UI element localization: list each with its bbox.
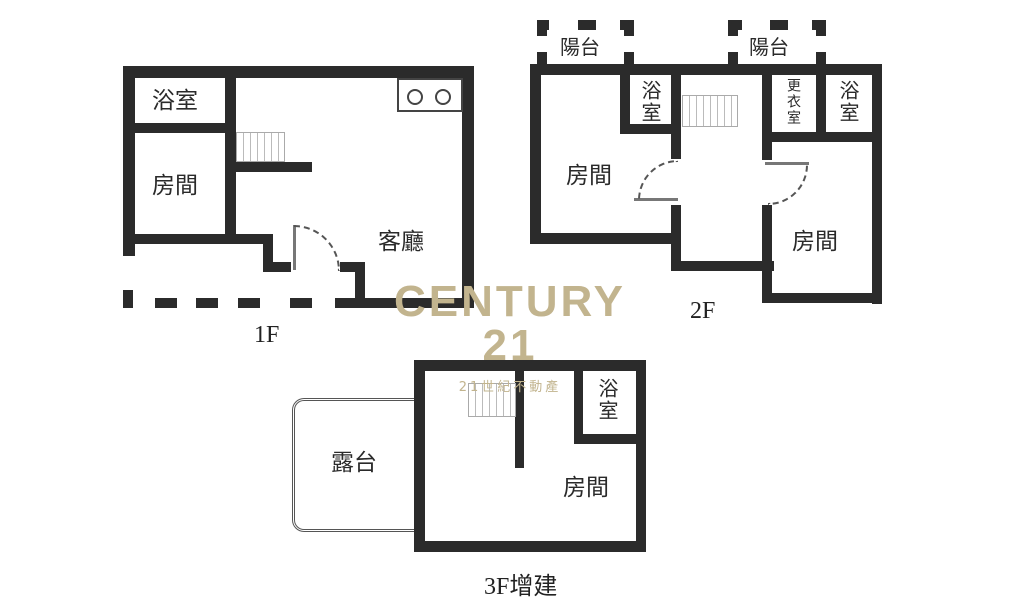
wall bbox=[515, 360, 524, 468]
wall bbox=[414, 541, 646, 552]
dashed-wall bbox=[123, 290, 133, 308]
wall bbox=[620, 124, 680, 134]
floor-label-2f: 2F bbox=[690, 298, 716, 324]
dashed-wall bbox=[290, 298, 312, 308]
wall bbox=[123, 66, 135, 256]
wall bbox=[414, 360, 646, 371]
wall bbox=[340, 262, 362, 272]
room-label-bedroom: 房間 bbox=[563, 475, 609, 501]
wall bbox=[462, 66, 474, 308]
wall bbox=[225, 66, 236, 242]
wall bbox=[762, 64, 772, 160]
room-label-terrace: 露台 bbox=[331, 450, 377, 476]
floor-label-1f: 1F bbox=[254, 322, 280, 348]
dashed-wall bbox=[155, 298, 177, 308]
stairs-icon bbox=[468, 383, 516, 417]
stove-icon bbox=[397, 78, 463, 112]
room-label-balcony-right: 陽台 bbox=[749, 35, 789, 59]
wall bbox=[530, 233, 680, 244]
room-label-bathroom: 浴室 bbox=[152, 88, 198, 114]
watermark-subtitle: 21世紀不動產 bbox=[458, 380, 562, 395]
room-label-bedroom: 房間 bbox=[152, 173, 198, 199]
watermark-brand: CENTURY 21 bbox=[393, 277, 627, 370]
wall bbox=[636, 360, 646, 552]
wall bbox=[671, 205, 681, 271]
dashed-wall bbox=[728, 20, 738, 36]
wall bbox=[762, 293, 882, 303]
wall bbox=[263, 262, 291, 272]
wall bbox=[728, 52, 738, 70]
wall bbox=[816, 52, 826, 70]
wall bbox=[574, 434, 646, 444]
door-swing-icon bbox=[294, 225, 340, 271]
century21-watermark: CENTURY 21 21世紀不動產 bbox=[360, 277, 660, 396]
wall bbox=[816, 64, 826, 140]
stairs-icon bbox=[236, 132, 285, 162]
wall bbox=[263, 234, 273, 272]
wall bbox=[123, 234, 273, 244]
terrace-railing bbox=[292, 398, 415, 532]
dashed-wall bbox=[537, 20, 547, 36]
floor-label-3f: 3F增建 bbox=[484, 574, 558, 600]
wall bbox=[574, 360, 583, 444]
wall bbox=[414, 360, 425, 552]
wall bbox=[355, 262, 365, 308]
wall bbox=[355, 298, 474, 308]
room-label-bedroom-right: 房間 bbox=[792, 229, 838, 255]
burner-icon bbox=[407, 89, 423, 105]
wall bbox=[762, 205, 772, 303]
door-icon bbox=[765, 162, 809, 165]
wall bbox=[537, 52, 547, 70]
dashed-wall bbox=[816, 20, 826, 36]
dashed-wall bbox=[624, 20, 634, 36]
wall bbox=[872, 64, 882, 304]
dashed-wall bbox=[578, 20, 596, 30]
room-label-balcony-left: 陽台 bbox=[560, 35, 600, 59]
burner-icon bbox=[435, 89, 451, 105]
dashed-wall bbox=[196, 298, 218, 308]
wall bbox=[624, 52, 634, 70]
wall bbox=[530, 64, 541, 244]
dashed-wall bbox=[238, 298, 260, 308]
room-label-bathroom-right: 浴室 bbox=[836, 80, 860, 124]
stairs-icon bbox=[682, 95, 738, 127]
room-label-bedroom-left: 房間 bbox=[566, 163, 612, 189]
wall bbox=[123, 123, 236, 133]
door-swing-icon bbox=[638, 160, 678, 200]
wall bbox=[671, 261, 774, 271]
wall bbox=[620, 64, 630, 134]
wall bbox=[123, 66, 473, 78]
door-swing-icon bbox=[768, 165, 808, 205]
room-label-closet: 更衣室 bbox=[785, 78, 801, 126]
room-label-bathroom-left: 浴室 bbox=[638, 80, 662, 124]
wall bbox=[530, 64, 882, 75]
wall bbox=[236, 162, 312, 172]
dashed-wall bbox=[770, 20, 788, 30]
room-label-living-room: 客廳 bbox=[378, 229, 424, 255]
room-label-bathroom: 浴室 bbox=[595, 378, 619, 422]
dashed-wall bbox=[335, 298, 357, 308]
wall bbox=[671, 64, 681, 159]
